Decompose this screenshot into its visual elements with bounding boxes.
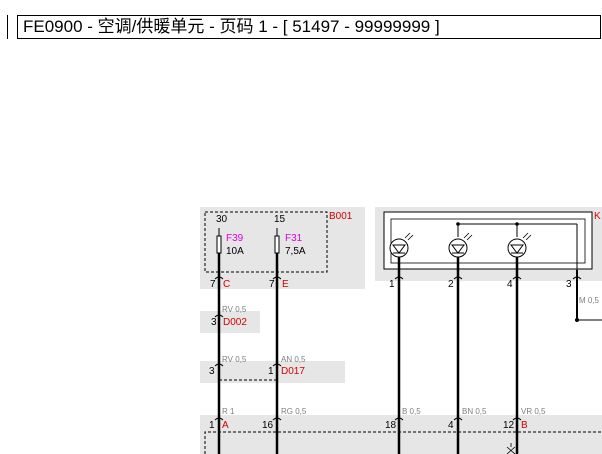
fuse-out-pin-2: 7 [269,279,275,290]
connector-marks [214,276,582,421]
panel-side-wire: M 0,5 [579,296,600,305]
bottom-pin-d: 4 [448,420,454,431]
fuse-out-pin-2-letter: E [282,279,289,290]
bottom-pin-a: 1 [209,420,215,431]
page-title: FE0900 - 空调/供暖单元 - 页码 1 - [ 51497 - 9999… [17,15,601,39]
bottom-pin-b: 16 [262,420,274,431]
fuse-box-code: B001 [329,211,353,222]
fuse-out-pin-1-letter: C [223,279,230,290]
page-title-text: FE0900 - 空调/供暖单元 - 页码 1 - [ 51497 - 9999… [23,17,440,36]
d017-wire-label-1: RV 0,5 [222,355,247,364]
bottom-wire-a: R 1 [222,407,235,416]
d017-pin-2: 1 [268,366,274,377]
fuse-box-pin-30: 30 [216,214,228,225]
fuse-f39-name: F39 [226,233,244,244]
fuse-f31-rating: 7,5A [285,246,306,257]
d002-pin: 3 [211,317,217,328]
bottom-pin-e: 12 [503,420,515,431]
fuse-out-pin-1: 7 [210,279,216,290]
bottom-pin-c: 18 [385,420,397,431]
panel-inner-outline [390,218,586,264]
panel-code: K [594,211,601,222]
panel-pin-4: 3 [566,279,572,290]
title-bar-tick [2,15,8,39]
bottom-band [200,415,602,454]
d017-band [200,361,345,383]
fuse-f39-rating: 10A [226,246,244,257]
bottom-wire-c: B 0,5 [402,407,421,416]
fuse-box-band [200,207,365,289]
d002-code: D002 [223,317,247,328]
d017-wire-label-2: AN 0,5 [281,355,306,364]
fuse-f39-symbol [216,235,222,254]
fuse-f31-symbol [274,235,280,254]
fuse-box-outline [204,211,328,273]
d002-wire-label: RV 0,5 [222,305,247,314]
d017-code: D017 [281,366,305,377]
bottom-pin-e-letter: B [521,420,528,431]
panel-outline [383,211,593,270]
bottom-pin-a-letter: A [222,420,229,431]
panel-pin-2: 2 [448,279,454,290]
fuse-box-pin-15: 15 [274,214,286,225]
panel-pin-3: 4 [507,279,513,290]
bottom-ground-symbol [506,443,516,454]
panel-pin-1: 1 [389,279,395,290]
bottom-wire-e: VR 0,5 [521,407,546,416]
fuse-f31-name: F31 [285,233,303,244]
bottom-component-outline [204,431,602,454]
d017-pin-1: 3 [209,366,215,377]
bottom-wire-b: RG 0,5 [281,407,307,416]
led-3-icon [507,232,532,258]
bottom-wire-d: BN 0,5 [462,407,487,416]
